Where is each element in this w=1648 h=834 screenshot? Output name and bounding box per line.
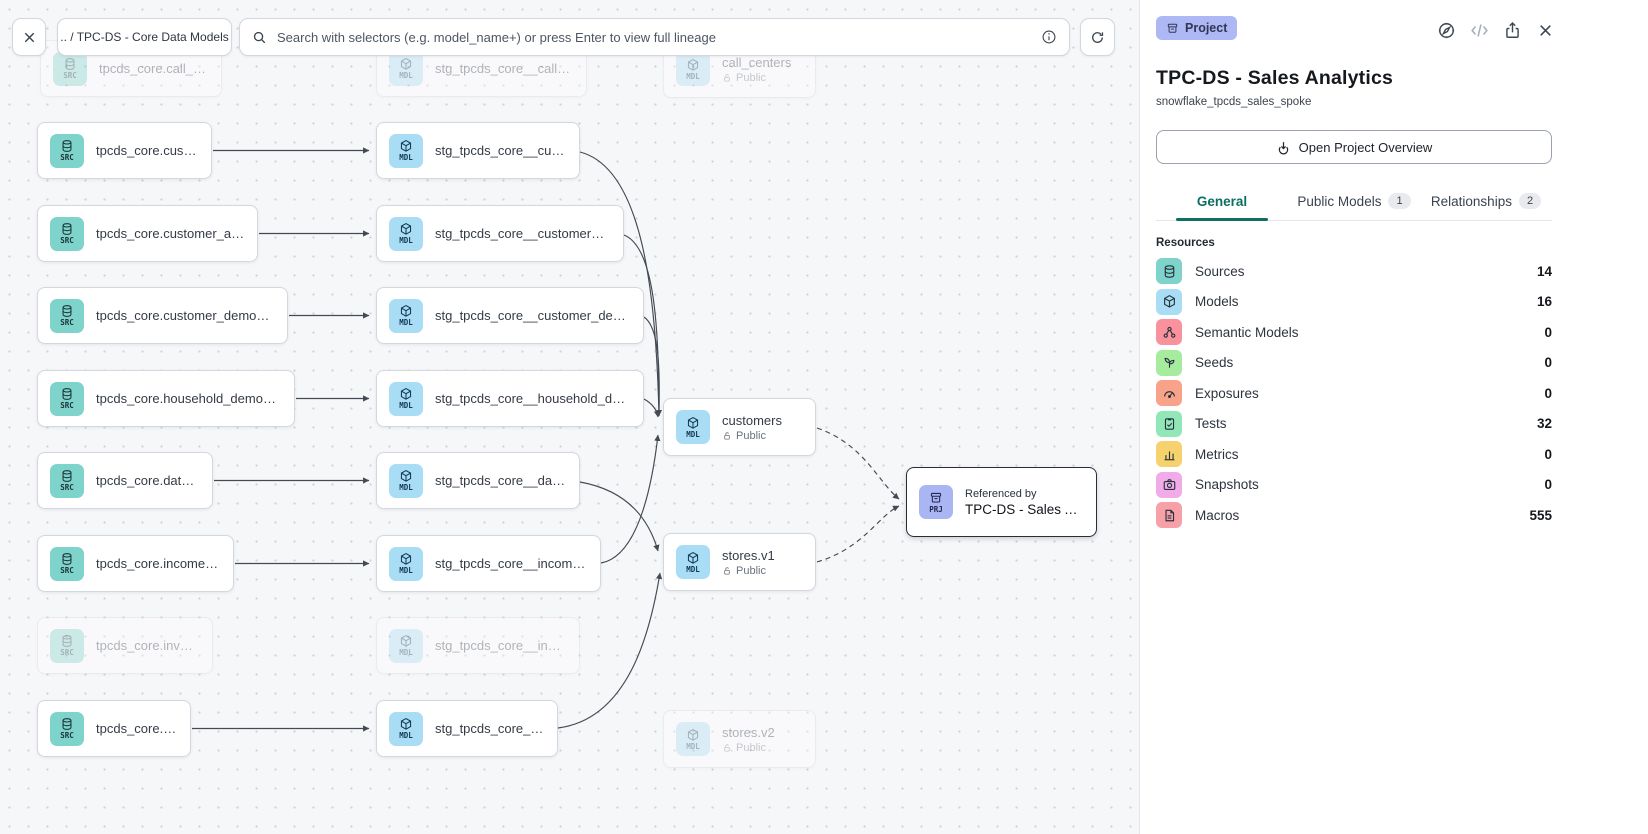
search-input[interactable]: [275, 28, 1033, 46]
resource-row-snapshots[interactable]: Snapshots 0: [1156, 471, 1552, 498]
node-mdl-stg-inventory[interactable]: MDL stg_tpcds_core__inventory: [376, 617, 580, 674]
resource-row-seeds[interactable]: Seeds 0: [1156, 349, 1552, 376]
database-icon: SRC: [50, 298, 84, 333]
resources-list: Sources 14 Models 16 Semantic Models 0 S…: [1156, 258, 1552, 528]
cube-icon: MDL: [389, 463, 423, 498]
resource-row-macros[interactable]: Macros 555: [1156, 502, 1552, 528]
node-referencing-project[interactable]: PRJ Referenced by TPC-DS - Sales Analyti…: [906, 467, 1097, 537]
refresh-icon: [1090, 30, 1105, 45]
node-mdl-stg-store[interactable]: MDL stg_tpcds_core__store: [376, 700, 558, 757]
project-icon: [1166, 22, 1179, 35]
node-mdl-stg-income-band[interactable]: MDL stg_tpcds_core__income_band: [376, 535, 601, 592]
search-icon: [252, 30, 267, 45]
cube-icon: MDL: [676, 545, 710, 579]
project-icon: PRJ: [919, 485, 953, 519]
resource-type-badge: Project: [1156, 16, 1238, 40]
visibility-badge: Public: [722, 430, 803, 442]
page-title: TPC-DS - Sales Analytics: [1156, 67, 1394, 89]
database-icon: SRC: [50, 216, 84, 251]
resource-row-metrics[interactable]: Metrics 0: [1156, 441, 1552, 467]
lineage-edges: [192, 147, 900, 732]
visibility-badge: Public: [722, 742, 803, 754]
breadcrumb[interactable]: .. / TPC-DS - Core Data Models: [57, 18, 232, 56]
node-pub-stores-v1[interactable]: MDL stores.v1 Public: [663, 533, 816, 591]
node-src-customer-demographics[interactable]: SRC tpcds_core.customer_demographics: [37, 287, 288, 344]
clipboard-check-icon: [1156, 410, 1182, 437]
node-src-income-band[interactable]: SRC tpcds_core.income_band: [37, 535, 234, 592]
resources-section-header: Resources: [1156, 237, 1215, 249]
overview-target-icon: [1276, 140, 1291, 155]
tab-relationships[interactable]: Relationships 2: [1420, 184, 1552, 220]
node-src-household-demographics[interactable]: SRC tpcds_core.household_demographics: [37, 370, 295, 427]
sprout-icon: [1156, 349, 1182, 376]
database-icon: SRC: [53, 51, 87, 86]
cube-icon: MDL: [676, 52, 710, 86]
lineage-canvas[interactable]: SRC tpcds_core.call_center SRC tpcds_cor…: [0, 0, 1139, 834]
resource-row-semantic-models[interactable]: Semantic Models 0: [1156, 319, 1552, 345]
database-icon: [1156, 258, 1182, 284]
database-icon: SRC: [50, 546, 84, 581]
node-mdl-stg-date-dim[interactable]: MDL stg_tpcds_core__date_dim: [376, 452, 580, 509]
tab-count-badge: 1: [1388, 193, 1411, 209]
document-icon: [1156, 502, 1182, 528]
close-icon: [22, 30, 37, 45]
code-icon[interactable]: [1469, 20, 1489, 40]
node-src-inventory[interactable]: SRC tpcds_core.inventory: [37, 617, 213, 674]
open-project-overview-button[interactable]: Open Project Overview: [1156, 130, 1552, 164]
lock-open-icon: [722, 431, 732, 441]
close-panel-icon[interactable]: [1535, 20, 1555, 40]
cube-icon: MDL: [389, 298, 423, 333]
resource-row-sources[interactable]: Sources 14: [1156, 258, 1552, 284]
database-icon: SRC: [50, 463, 84, 498]
tab-public-models[interactable]: Public Models 1: [1288, 184, 1420, 220]
panel-tabs: General Public Models 1 Relationships 2: [1156, 184, 1552, 221]
project-details-panel: Project TPC-DS - Sales Analytics snowfla…: [1139, 0, 1648, 834]
cube-icon: MDL: [676, 410, 710, 444]
bar-chart-icon: [1156, 441, 1182, 467]
share-icon[interactable]: [1502, 20, 1522, 40]
database-icon: SRC: [50, 628, 84, 663]
database-icon: SRC: [50, 381, 84, 416]
node-src-store[interactable]: SRC tpcds_core.store: [37, 700, 191, 757]
refresh-button[interactable]: [1080, 18, 1115, 56]
lock-open-icon: [722, 566, 732, 576]
visibility-badge: Public: [722, 565, 803, 577]
camera-icon: [1156, 471, 1182, 498]
search-bar[interactable]: [239, 18, 1070, 56]
node-src-date-dim[interactable]: SRC tpcds_core.date_dim: [37, 452, 213, 509]
resource-row-exposures[interactable]: Exposures 0: [1156, 380, 1552, 406]
explore-compass-icon[interactable]: [1436, 20, 1456, 40]
cube-icon: MDL: [389, 133, 423, 168]
close-lineage-button[interactable]: [12, 18, 46, 56]
visibility-badge: Public: [722, 72, 803, 84]
cube-icon: MDL: [389, 216, 423, 251]
database-icon: SRC: [50, 711, 84, 746]
gauge-icon: [1156, 380, 1182, 406]
cube-icon: MDL: [389, 381, 423, 416]
project-schema-subtitle: snowflake_tpcds_sales_spoke: [1156, 96, 1312, 108]
lock-open-icon: [722, 73, 732, 83]
lock-open-icon: [722, 743, 732, 753]
cube-icon: MDL: [676, 722, 710, 756]
resource-row-models[interactable]: Models 16: [1156, 288, 1552, 315]
node-mdl-stg-customer-demographics[interactable]: MDL stg_tpcds_core__customer_demogra...: [376, 287, 644, 344]
resource-row-tests[interactable]: Tests 32: [1156, 410, 1552, 437]
node-mdl-stg-customer-address[interactable]: MDL stg_tpcds_core__customer_address: [376, 205, 624, 262]
cube-icon: MDL: [389, 628, 423, 663]
tab-general[interactable]: General: [1156, 184, 1288, 221]
cube-icon: MDL: [389, 546, 423, 581]
node-pub-stores-v2[interactable]: MDL stores.v2 Public: [663, 710, 816, 768]
cube-icon: MDL: [389, 51, 423, 86]
cube-icon: [1156, 288, 1182, 315]
cube-icon: MDL: [389, 711, 423, 746]
node-mdl-stg-customer[interactable]: MDL stg_tpcds_core__customer: [376, 122, 580, 179]
node-src-customer-address[interactable]: SRC tpcds_core.customer_address: [37, 205, 258, 262]
node-mdl-stg-household-demographics[interactable]: MDL stg_tpcds_core__household_demogr...: [376, 370, 644, 427]
node-src-customer[interactable]: SRC tpcds_core.customer: [37, 122, 212, 179]
tab-count-badge: 2: [1518, 193, 1542, 209]
graph-icon: [1156, 319, 1182, 345]
database-icon: SRC: [50, 133, 84, 168]
node-pub-customers[interactable]: MDL customers Public: [663, 398, 816, 456]
info-icon[interactable]: [1041, 29, 1057, 45]
